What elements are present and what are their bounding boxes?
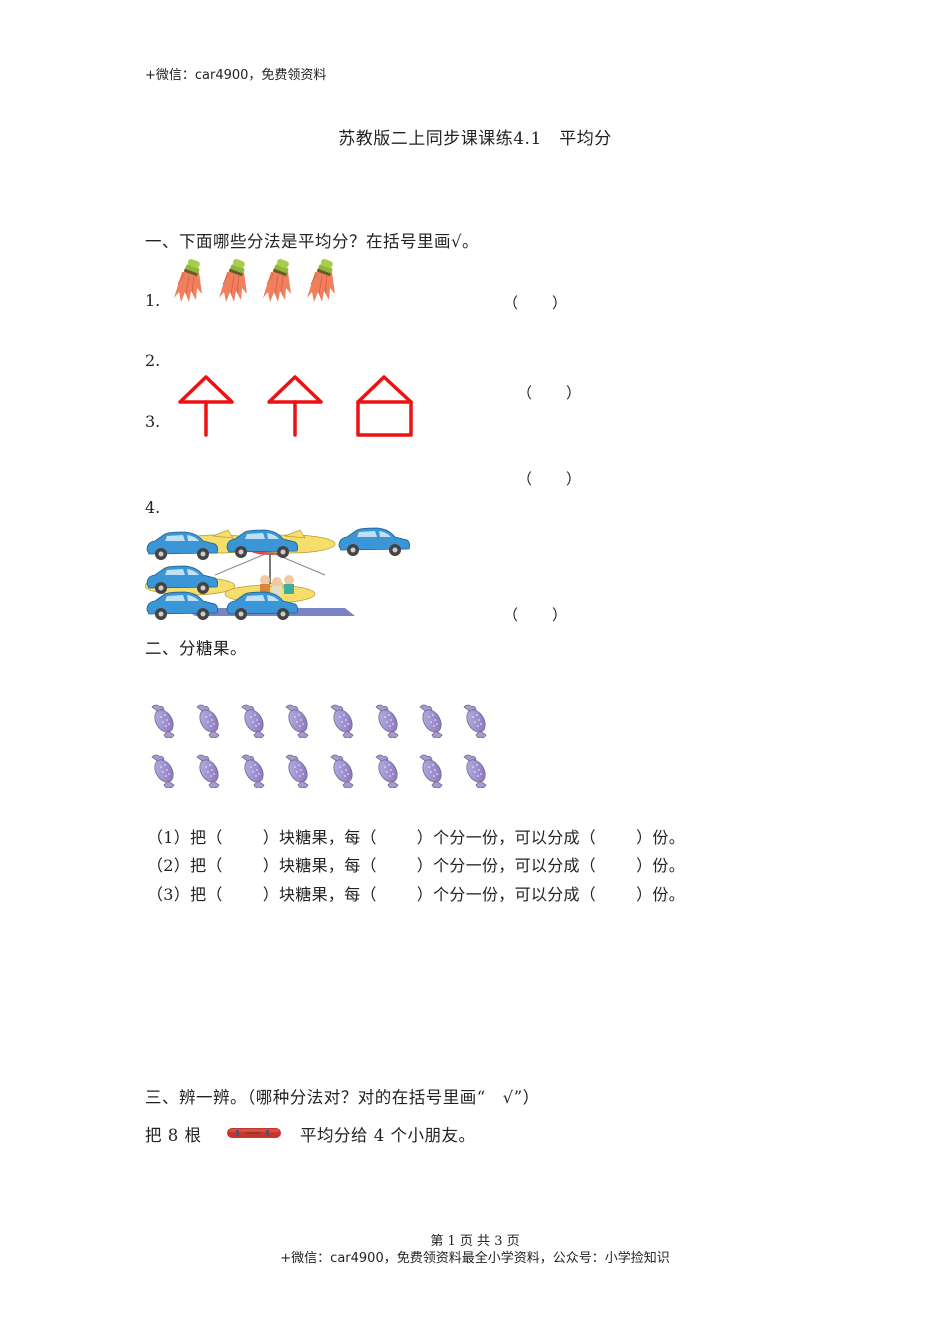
line-part: ）块糖果，每（ bbox=[262, 856, 377, 875]
section3-heading: 三、辨一辨。（哪种分法对？对的在括号里画“ √”） bbox=[145, 1088, 540, 1107]
line-part: ）块糖果，每（ bbox=[262, 828, 377, 847]
candy-grid bbox=[148, 703, 498, 795]
paren-open: （ bbox=[517, 384, 533, 402]
line-part: ）块糖果，每（ bbox=[262, 885, 377, 904]
line-part: ）份。 bbox=[636, 856, 686, 875]
paren-open: （ bbox=[517, 470, 533, 488]
line-prefix: （2）把（ bbox=[147, 856, 223, 875]
red-stick-shapes-icon bbox=[178, 375, 413, 437]
paren-open: （ bbox=[503, 606, 519, 624]
section1-heading: 一、下面哪些分法是平均分？在括号里画√。 bbox=[145, 232, 480, 251]
item3-answer-paren[interactable]: （） bbox=[517, 468, 581, 489]
line-part: ）份。 bbox=[636, 828, 686, 847]
item1-label: 1. bbox=[145, 291, 161, 310]
line-part: ）个分一份，可以分成（ bbox=[416, 885, 597, 904]
sausage-icon bbox=[227, 1128, 281, 1138]
red-stick-shapes bbox=[175, 374, 420, 440]
item3-label: 3. bbox=[145, 412, 161, 431]
item4-label: 4. bbox=[145, 498, 161, 517]
fill-line-1: （1）把（ ）块糖果，每（ ）个分一份，可以分成（ ）份。 bbox=[147, 824, 685, 848]
line-part: ）个分一份，可以分成（ bbox=[416, 828, 597, 847]
sausage bbox=[226, 1126, 282, 1140]
carousel-cars bbox=[145, 520, 415, 620]
carrot-bunches bbox=[172, 258, 352, 304]
carousel-cars-icon bbox=[145, 527, 411, 620]
paren-close: ） bbox=[552, 294, 568, 312]
section3-statement-after: 平均分给 4 个小朋友。 bbox=[300, 1126, 476, 1145]
item2-label: 2. bbox=[145, 351, 161, 370]
paren-close: ） bbox=[566, 470, 582, 488]
page-info: 第 1 页 共 3 页 bbox=[430, 1234, 520, 1249]
item2-answer-paren[interactable]: （） bbox=[517, 382, 581, 403]
item4-answer-paren[interactable]: （） bbox=[503, 604, 567, 625]
fill-line-2: （2）把（ ）块糖果，每（ ）个分一份，可以分成（ ）份。 bbox=[147, 852, 685, 876]
candy-icons bbox=[150, 704, 490, 789]
fill-line-3: （3）把（ ）块糖果，每（ ）个分一份，可以分成（ ）份。 bbox=[147, 881, 685, 905]
watermark-bottom: +微信：car4900，免费领资料最全小学资料，公众号：小学捡知识 bbox=[280, 1251, 670, 1266]
paren-close: ） bbox=[552, 606, 568, 624]
line-prefix: （3）把（ bbox=[147, 885, 223, 904]
item1-answer-paren[interactable]: （） bbox=[503, 292, 567, 313]
page-title: 苏教版二上同步课课练4.1 平均分 bbox=[338, 129, 612, 149]
paren-open: （ bbox=[503, 294, 519, 312]
watermark-top: +微信：car4900，免费领资料 bbox=[145, 68, 327, 83]
line-part: ）个分一份，可以分成（ bbox=[416, 856, 597, 875]
paren-close: ） bbox=[566, 384, 582, 402]
section2-heading: 二、分糖果。 bbox=[145, 639, 247, 658]
section3-statement-before: 把 8 根 bbox=[145, 1126, 202, 1145]
line-prefix: （1）把（ bbox=[147, 828, 223, 847]
carrot-bunches-icon bbox=[173, 258, 336, 303]
line-part: ）份。 bbox=[636, 885, 686, 904]
